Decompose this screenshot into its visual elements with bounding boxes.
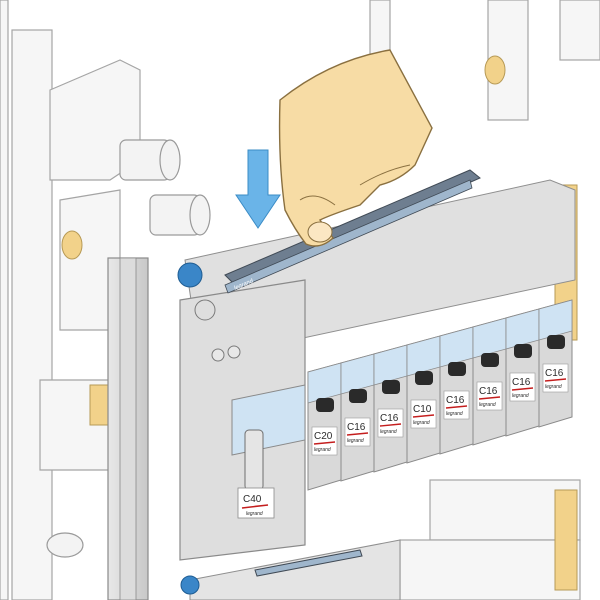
breaker-handle[interactable] <box>514 344 532 358</box>
down-arrow-icon <box>235 149 281 229</box>
main-breaker-rating: C40 <box>243 494 262 505</box>
breaker-rating: C16 <box>545 368 564 379</box>
breaker-rating: C16 <box>380 413 399 424</box>
breaker-brand: legrand <box>413 420 430 426</box>
breaker-rating: C16 <box>446 395 465 406</box>
comb-busbar: legrand <box>224 169 481 294</box>
breaker-brand: legrand <box>380 429 397 435</box>
breaker-brand: legrand <box>314 447 331 453</box>
main-breaker: C40 legrand <box>179 279 306 561</box>
breaker-module: C16 legrand <box>373 344 408 473</box>
breaker-rating: C20 <box>314 431 333 442</box>
lower-breaker-row <box>180 539 401 600</box>
breaker-brand: legrand <box>479 402 496 408</box>
main-breaker-handle[interactable] <box>244 429 264 491</box>
main-breaker-brand: legrand <box>246 511 263 517</box>
din-rail-vertical <box>107 257 149 600</box>
breaker-handle[interactable] <box>415 371 433 385</box>
breaker-handle[interactable] <box>448 362 466 376</box>
panel-cylinder <box>46 139 211 558</box>
breaker-handle[interactable] <box>316 398 334 412</box>
connection-screw <box>177 262 216 321</box>
breaker-brand: legrand <box>446 411 463 417</box>
breaker-module: C16 legrand <box>439 326 474 455</box>
hand-icon <box>278 49 433 247</box>
breaker-brand: legrand <box>545 384 562 390</box>
breaker-rating: C16 <box>512 377 531 388</box>
breaker-rating: C16 <box>479 386 498 397</box>
breaker-module: C20 legrand <box>307 362 342 491</box>
breaker-rating: C16 <box>347 422 366 433</box>
breaker-module: C16 legrand <box>538 299 573 428</box>
breaker-handle[interactable] <box>481 353 499 367</box>
breaker-module: C16 legrand <box>505 308 540 437</box>
breaker-handle[interactable] <box>349 389 367 403</box>
breaker-handle[interactable] <box>382 380 400 394</box>
breaker-brand: legrand <box>512 393 529 399</box>
breaker-brand: legrand <box>347 438 364 444</box>
breaker-module: C10 legrand <box>406 335 441 464</box>
breaker-handle[interactable] <box>547 335 565 349</box>
breaker-row: C20legrandC16legrandC16legrandC10legrand… <box>307 299 573 491</box>
breaker-rating: C10 <box>413 404 432 415</box>
breaker-module: C16 legrand <box>472 317 507 446</box>
breaker-module: C16 legrand <box>340 353 375 482</box>
